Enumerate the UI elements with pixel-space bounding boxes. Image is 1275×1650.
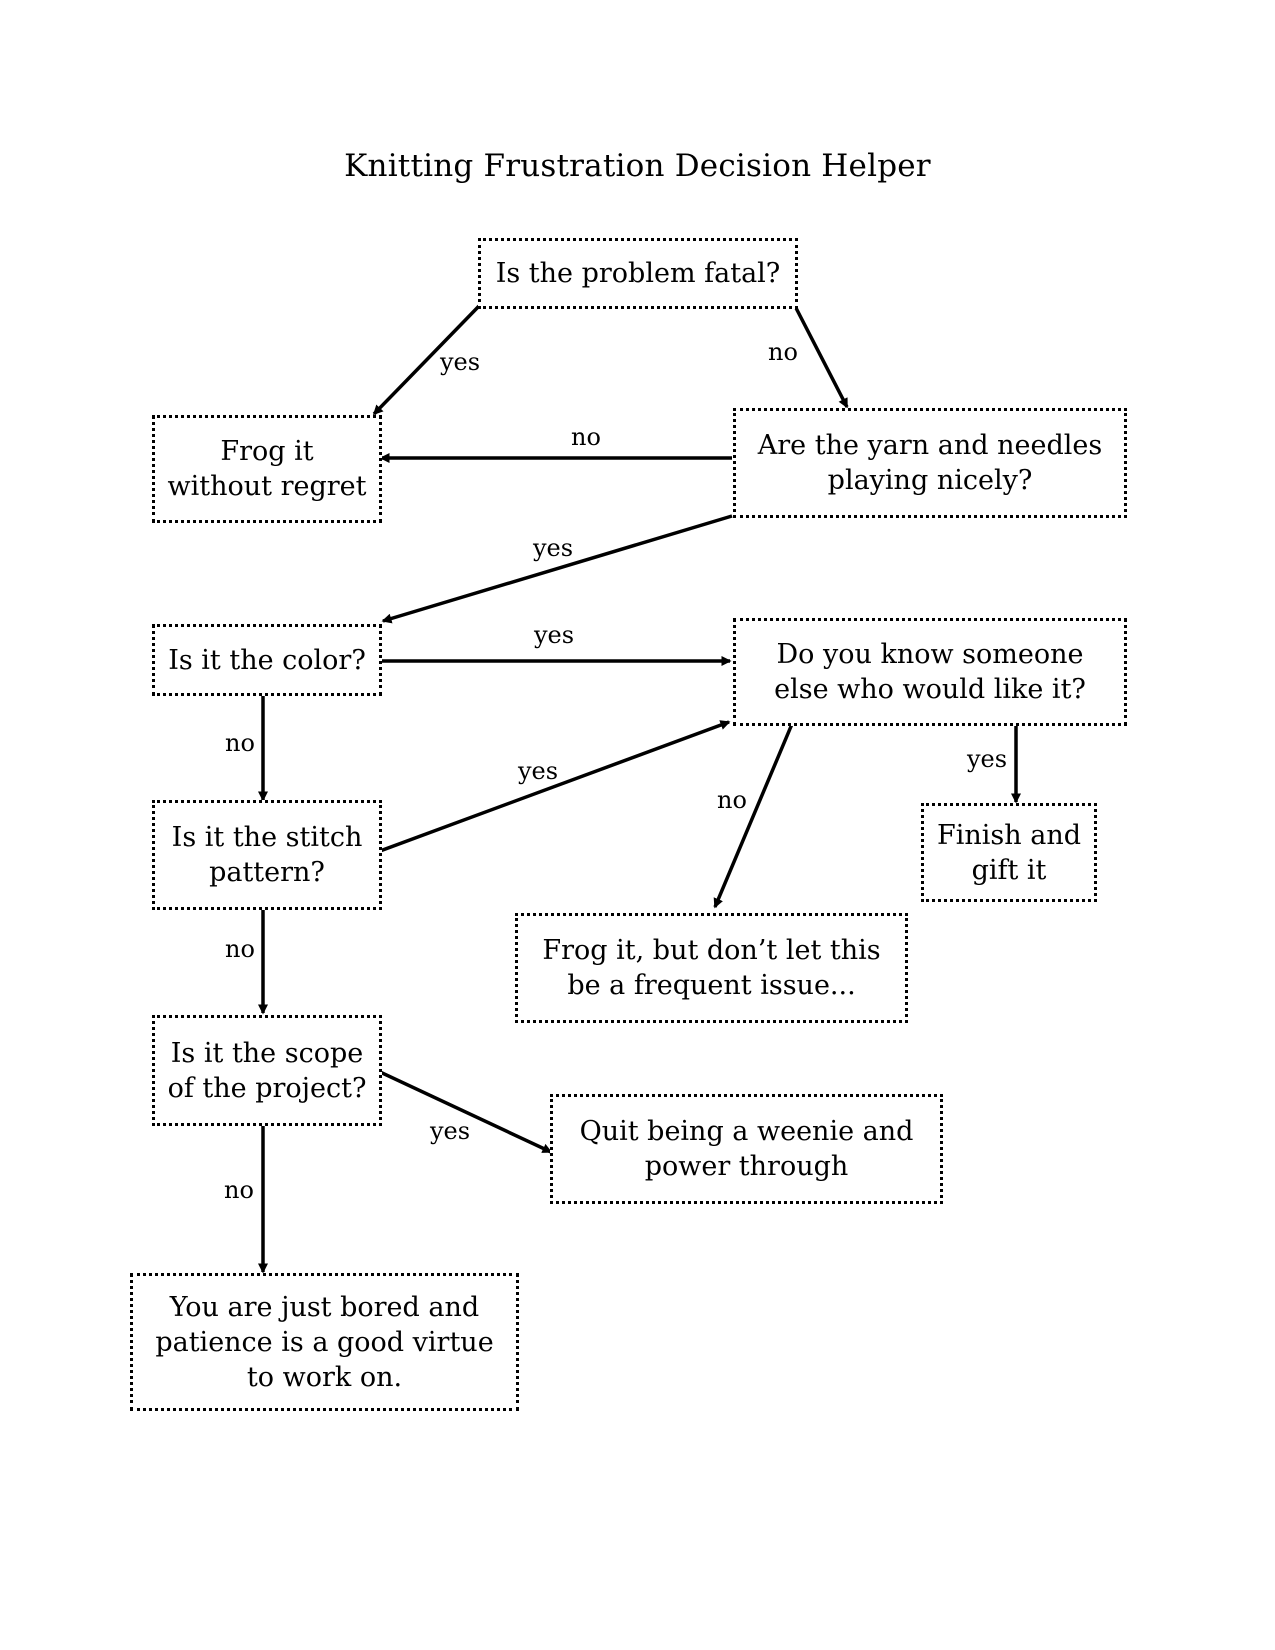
node-power-through: Quit being a weenie and power through (550, 1094, 943, 1204)
node-frog-frequent-issue: Frog it, but don’t let this be a frequen… (515, 913, 908, 1023)
edge-label-stitch-no: no (225, 935, 255, 963)
edge-fatal-yarn-needles (793, 305, 849, 409)
edge-stitch-know-someone (379, 720, 731, 853)
node-is-problem-fatal: Is the problem fatal? (478, 238, 798, 309)
edge-label-fatal-no: no (768, 338, 798, 366)
edge-label-fatal-yes: yes (439, 348, 481, 376)
edge-label-stitch-yes: yes (517, 757, 559, 785)
edge-label-yarn-no: no (571, 423, 601, 451)
edge-label-color-no: no (225, 729, 255, 757)
edge-label-know-no: no (717, 786, 747, 814)
node-just-bored: You are just bored and patience is a goo… (130, 1273, 519, 1411)
node-frog-without-regret: Frog it without regret (152, 415, 382, 523)
node-is-it-the-color: Is it the color? (152, 624, 382, 696)
node-know-someone: Do you know someone else who would like … (733, 618, 1127, 726)
edge-label-scope-no: no (224, 1176, 254, 1204)
edge-label-yarn-yes: yes (532, 534, 574, 562)
diagram-title: Knitting Frustration Decision Helper (344, 148, 931, 184)
node-is-it-the-stitch-pattern: Is it the stitch pattern? (152, 800, 382, 910)
edge-label-scope-yes: yes (429, 1117, 471, 1145)
node-finish-and-gift: Finish and gift it (921, 803, 1097, 902)
edge-yarn-needles-color (381, 514, 733, 624)
edge-label-know-yes: yes (966, 745, 1008, 773)
node-is-it-the-scope: Is it the scope of the project? (152, 1015, 382, 1126)
edge-know-someone-frog-frequent (713, 723, 794, 909)
edge-label-color-yes: yes (533, 621, 575, 649)
node-yarn-and-needles: Are the yarn and needles playing nicely? (733, 408, 1127, 518)
